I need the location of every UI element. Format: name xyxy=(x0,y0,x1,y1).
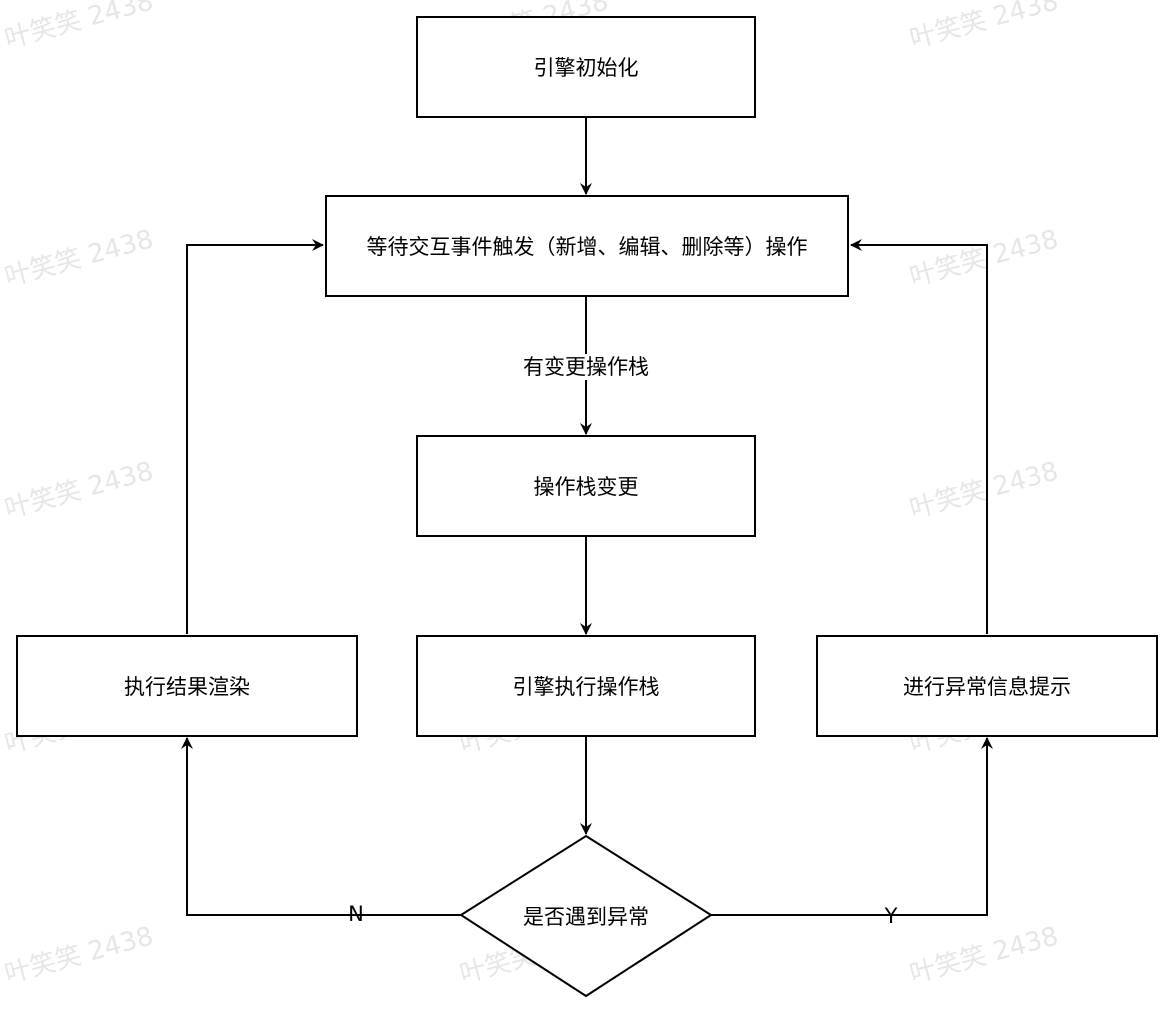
node-engine-execute-label: 引擎执行操作栈 xyxy=(512,675,660,699)
node-render-result: 执行结果渲染 xyxy=(16,635,358,737)
edge-render-to-wait xyxy=(186,239,324,634)
decision-label: 是否遇到异常 xyxy=(523,905,649,929)
node-wait-interaction-label: 等待交互事件触发（新增、编辑、删除等）操作 xyxy=(366,235,808,259)
edge-label-no: N xyxy=(348,902,364,926)
edge-decision-yes-to-error-tip xyxy=(711,737,993,916)
node-engine-init: 引擎初始化 xyxy=(416,16,756,118)
node-wait-interaction: 等待交互事件触发（新增、编辑、删除等）操作 xyxy=(325,195,849,297)
edge-label-yes: Y xyxy=(884,904,898,928)
edge-error-tip-to-wait xyxy=(850,239,988,634)
node-stack-change: 操作栈变更 xyxy=(416,435,756,537)
edge-decision-no-to-render xyxy=(181,737,461,916)
edge-label-has-change: 有变更操作栈 xyxy=(519,354,653,380)
node-error-tip: 进行异常信息提示 xyxy=(816,635,1158,737)
node-engine-execute: 引擎执行操作栈 xyxy=(416,635,756,737)
node-render-result-label: 执行结果渲染 xyxy=(124,675,250,699)
node-engine-init-label: 引擎初始化 xyxy=(533,56,639,80)
node-stack-change-label: 操作栈变更 xyxy=(533,475,639,499)
node-error-tip-label: 进行异常信息提示 xyxy=(903,675,1071,699)
decision-diamond xyxy=(459,834,713,998)
